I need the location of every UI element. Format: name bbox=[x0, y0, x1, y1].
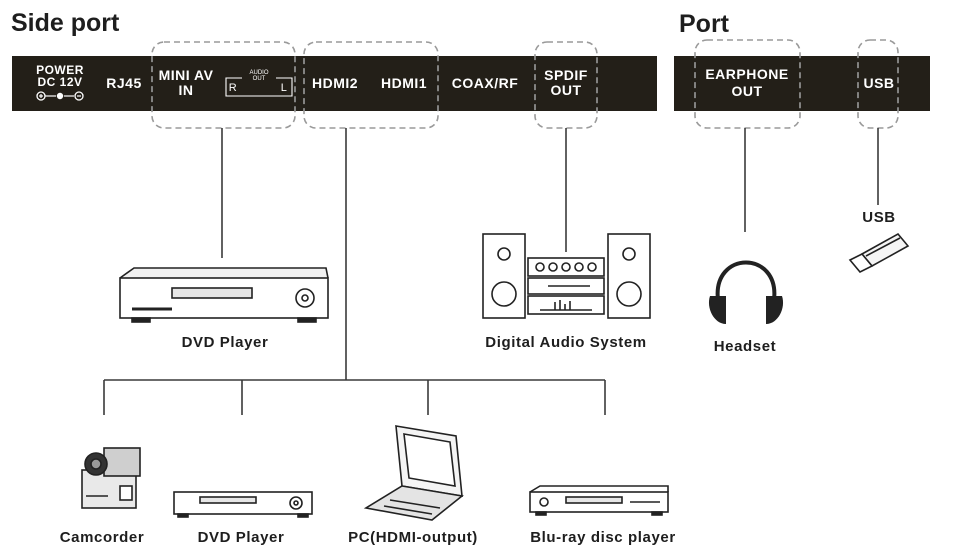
usb-stick-icon bbox=[848, 232, 910, 273]
dc-polarity-icon bbox=[36, 91, 84, 101]
audio-l-label: L bbox=[280, 82, 288, 94]
bluray-caption: Blu-ray disc player bbox=[530, 529, 676, 546]
hdmi1-port-label: HDMI1 bbox=[380, 75, 428, 91]
port-heading: Port bbox=[679, 10, 729, 38]
usb-port-label: USB bbox=[863, 75, 895, 91]
audio-system-icon bbox=[482, 233, 651, 319]
earphone-highlight bbox=[694, 39, 801, 129]
side-port-heading: Side port bbox=[11, 9, 120, 37]
earphone-out-label: OUT bbox=[731, 83, 763, 99]
camcorder-caption: Camcorder bbox=[59, 529, 145, 546]
dvd-player-top-caption: DVD Player bbox=[181, 334, 269, 351]
headset-icon bbox=[708, 260, 784, 324]
audio-out-bracket bbox=[225, 77, 293, 97]
spdif-label: SPDIF bbox=[544, 67, 588, 83]
audio-out-label: AUDIO bbox=[249, 70, 269, 76]
hdmi2-port-label: HDMI2 bbox=[311, 75, 359, 91]
spdif-out-label: OUT bbox=[550, 82, 582, 98]
port-panel bbox=[674, 56, 930, 111]
dc-12v-label: DC 12V bbox=[37, 75, 83, 89]
audio-system-caption: Digital Audio System bbox=[485, 334, 647, 351]
coax-rf-port-label: COAX/RF bbox=[451, 75, 519, 91]
camcorder-icon bbox=[81, 447, 141, 509]
dvd-player-bottom-icon bbox=[173, 491, 313, 518]
power-port-label: POWER bbox=[36, 63, 84, 77]
side-port-panel bbox=[12, 56, 657, 111]
earphone-label: EARPHONE bbox=[705, 66, 789, 82]
laptop-icon bbox=[363, 425, 464, 521]
spdif-highlight bbox=[534, 41, 598, 129]
audio-r-label: R bbox=[228, 82, 238, 94]
mini-av-highlight bbox=[151, 41, 296, 129]
mini-av-in-label: IN bbox=[178, 82, 194, 98]
hdmi-highlight bbox=[303, 41, 439, 129]
pc-caption: PC(HDMI-output) bbox=[348, 529, 478, 546]
audio-out-label-2: OUT bbox=[252, 76, 266, 82]
bluray-player-icon bbox=[529, 485, 669, 516]
dvd-player-top-icon bbox=[119, 267, 329, 323]
mini-av-label: MINI AV bbox=[158, 67, 214, 83]
headset-caption: Headset bbox=[713, 338, 777, 355]
dvd-player-bottom-caption: DVD Player bbox=[197, 529, 285, 546]
usb-highlight bbox=[857, 39, 899, 129]
usb-caption: USB bbox=[862, 209, 896, 226]
rj45-port-label: RJ45 bbox=[106, 75, 142, 91]
